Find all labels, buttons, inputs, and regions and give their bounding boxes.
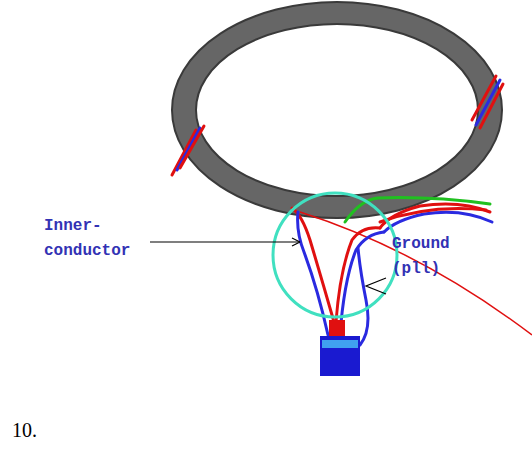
left-winding — [172, 126, 204, 175]
callout-label: Inner- conductor — [44, 214, 144, 264]
right-winding — [472, 76, 503, 128]
leader-line — [366, 278, 386, 294]
figure-number: 10. — [12, 418, 72, 442]
leader-arrowhead — [292, 238, 300, 246]
coax-connector — [320, 320, 360, 376]
callout-label: Ground (pll) — [392, 232, 464, 282]
ferrite-toroid — [172, 2, 502, 218]
leader-line — [150, 241, 300, 242]
highlight-ellipse — [273, 193, 397, 317]
ground-wires — [298, 212, 384, 345]
